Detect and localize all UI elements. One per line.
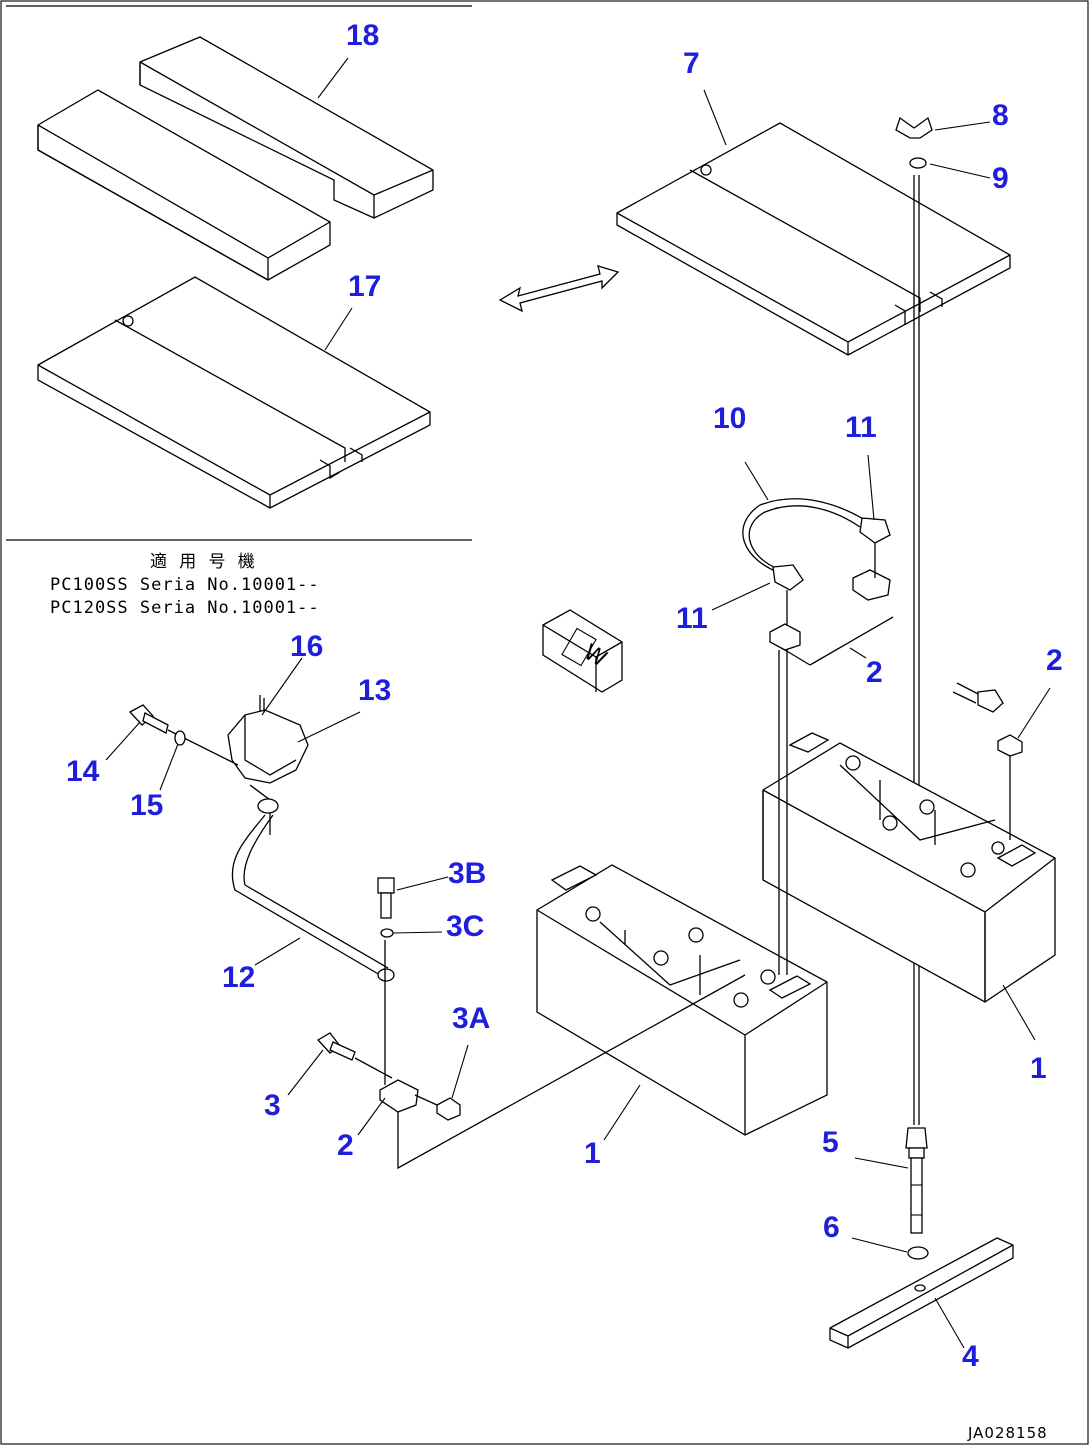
callout-3a: 3A: [452, 1002, 490, 1035]
w-mark-tag: W: [542, 609, 623, 693]
part-3a-nut: [436, 1097, 461, 1121]
callout-7: 7: [683, 47, 700, 80]
callout-11-top: 11: [845, 411, 877, 444]
callout-1-left: 1: [584, 1137, 601, 1170]
part-12-cable: [231, 798, 395, 982]
part-6-washer: [907, 1246, 929, 1260]
part-9-washer: [909, 157, 927, 169]
applicability-heading: 適 用 号 機: [150, 552, 256, 572]
callout-2-left: 2: [337, 1129, 354, 1162]
part-17-cover: [37, 276, 431, 509]
part-4-bracket: [829, 1237, 1014, 1349]
part-2-clamp-right: [952, 682, 1023, 840]
part-18-pads: [37, 36, 434, 281]
callout-3: 3: [264, 1089, 281, 1122]
part-3b-bolt: [377, 877, 395, 919]
callout-10: 10: [713, 402, 746, 435]
callout-15: 15: [130, 789, 163, 822]
part-5-rod: [905, 175, 928, 1234]
callout-1-right: 1: [1030, 1052, 1047, 1085]
part-1-battery-left: [536, 864, 828, 1136]
callout-8: 8: [992, 99, 1009, 132]
part-2-clamp-top: [852, 569, 891, 601]
callout-5: 5: [822, 1126, 839, 1159]
applicability-line-1: PC100SS Seria No.10001--: [50, 575, 320, 595]
part-3c-washer: [380, 928, 394, 938]
part-13-terminal-cover: [227, 695, 309, 835]
callout-17: 17: [348, 270, 381, 303]
callout-13: 13: [358, 674, 391, 707]
part-15-washer: [174, 730, 186, 746]
part-8-wing-nut: [895, 116, 933, 139]
part-2-clamp-left: [379, 1079, 419, 1113]
callout-6: 6: [823, 1211, 840, 1244]
part-11-boot-a: [859, 517, 891, 544]
part-7-cover: [616, 122, 1011, 356]
callout-2-mid: 2: [866, 656, 883, 689]
callout-3c: 3C: [446, 910, 484, 943]
part-3-bolt: [316, 1032, 393, 1079]
callout-3b: 3B: [448, 857, 486, 890]
part-11-boot-b: [772, 564, 804, 591]
part-10-jumper-cable: [742, 498, 894, 975]
callout-4: 4: [962, 1340, 979, 1373]
callout-11-left: 11: [676, 602, 708, 635]
drawing-id: JA028158: [967, 1424, 1048, 1442]
callout-9: 9: [992, 162, 1009, 195]
double-arrow-icon: [498, 265, 620, 313]
callout-18: 18: [346, 19, 379, 52]
callout-12: 12: [222, 961, 255, 994]
callout-16: 16: [290, 630, 323, 663]
applicability-line-2: PC120SS Seria No.10001--: [50, 598, 320, 618]
callout-2-right: 2: [1046, 644, 1063, 677]
part-1-battery-right: [762, 732, 1056, 1003]
leader-lines: [105, 57, 1051, 1349]
callout-14: 14: [66, 755, 100, 788]
